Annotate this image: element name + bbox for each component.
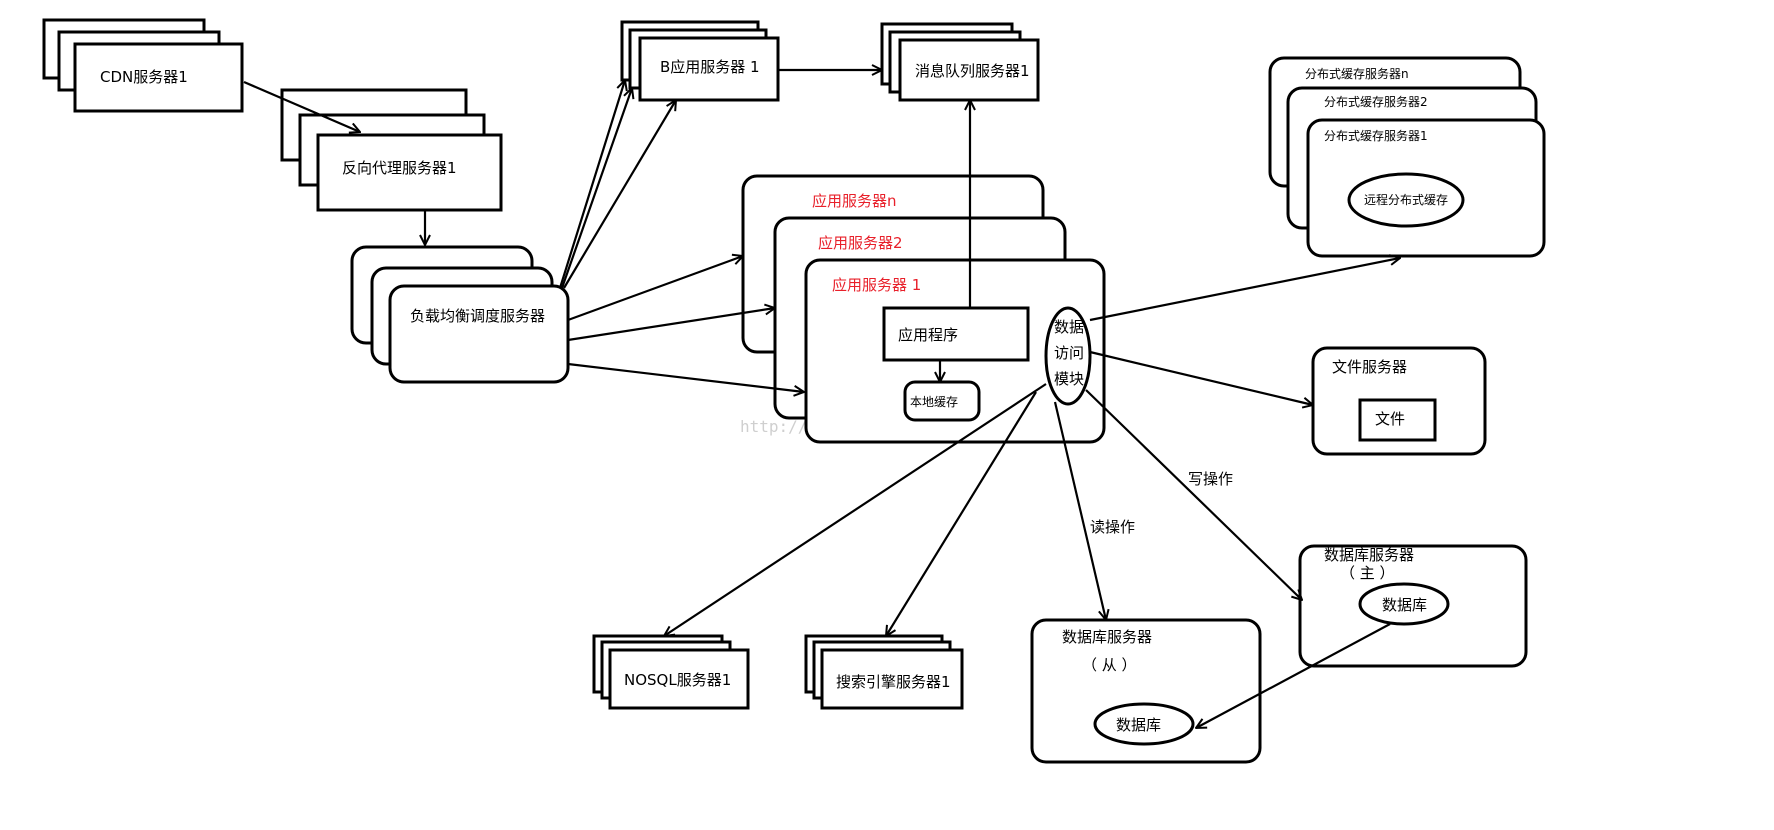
edge-lb-to-b-app-3	[563, 100, 676, 289]
dist-cache-n-label: 分布式缓存服务器n	[1305, 66, 1409, 81]
dist-cache-2-label: 分布式缓存服务器2	[1324, 94, 1428, 109]
cdn-server-label: CDN服务器1	[100, 68, 188, 86]
edge-dam-to-db-slave-read	[1053, 401, 1106, 620]
cdn-server-node[interactable]: CDN服务器1	[42, 18, 244, 113]
reverse-proxy-label: 反向代理服务器1	[342, 159, 457, 177]
edge-dam-to-db-master-write	[1085, 389, 1302, 600]
file-server-label: 文件服务器	[1332, 358, 1407, 376]
db-master-role: （ 主 ）	[1340, 564, 1395, 582]
remote-cache[interactable]	[1347, 172, 1465, 228]
search-engine-node[interactable]: 搜索引擎服务器1	[804, 634, 964, 710]
edge-dam-to-file-server	[1089, 350, 1313, 405]
message-queue-node[interactable]: 消息队列服务器1	[880, 22, 1040, 102]
nosql-server-node[interactable]: NOSQL服务器1	[592, 634, 750, 710]
db-master-label: 数据库服务器	[1324, 546, 1414, 564]
db-master-database[interactable]	[1358, 582, 1450, 626]
b-app-server-label: B应用服务器 1	[660, 58, 760, 76]
file-box[interactable]	[1358, 398, 1437, 442]
reverse-proxy-node[interactable]: 反向代理服务器1	[280, 88, 503, 212]
db-slave-label: 数据库服务器	[1062, 628, 1152, 646]
edge-master-to-slave-replication	[1196, 623, 1391, 728]
message-queue-label: 消息队列服务器1	[915, 62, 1030, 80]
edge-lb-to-b-app-1	[558, 80, 625, 289]
app-program-label: 应用程序	[898, 326, 958, 344]
db-master-node[interactable]: 数据库服务器 （ 主 ） 数据库	[1298, 544, 1528, 668]
app-server-n-label: 应用服务器n	[812, 192, 897, 210]
edge-lb-to-app-2	[567, 308, 775, 342]
load-balancer-node[interactable]: 负载均衡调度服务器	[350, 245, 570, 384]
data-access-line-3: 模块	[1054, 370, 1084, 388]
edge-lb-to-b-app-2	[560, 88, 632, 289]
b-app-server-node[interactable]: B应用服务器 1	[620, 20, 780, 102]
remote-cache-label: 远程分布式缓存	[1364, 192, 1448, 207]
data-access-line-1: 数据	[1054, 318, 1084, 336]
search-engine-label: 搜索引擎服务器1	[836, 673, 951, 691]
file-label: 文件	[1375, 410, 1405, 428]
file-server-node[interactable]: 文件服务器 文件	[1311, 346, 1487, 456]
db-slave-db-label: 数据库	[1116, 716, 1161, 734]
app-server-1-label: 应用服务器 1	[832, 276, 921, 294]
edge-lb-to-app-n	[567, 256, 743, 322]
dist-cache-1-label: 分布式缓存服务器1	[1324, 128, 1428, 143]
edge-dam-to-dist-cache	[1089, 258, 1400, 322]
edge-dam-to-search	[886, 391, 1037, 636]
local-cache-label: 本地缓存	[910, 395, 958, 409]
edge-dam-to-nosql	[664, 383, 1047, 636]
db-slave-database[interactable]	[1093, 702, 1195, 746]
db-master-db-label: 数据库	[1382, 596, 1427, 614]
db-slave-node[interactable]: 数据库服务器 （ 从 ） 数据库	[1030, 618, 1262, 764]
read-operation-label: 读操作	[1090, 518, 1135, 536]
load-balancer-label: 负载均衡调度服务器	[410, 307, 545, 325]
write-operation-label: 写操作	[1188, 470, 1233, 488]
nosql-server-label: NOSQL服务器1	[624, 671, 731, 689]
app-server-2-label: 应用服务器2	[818, 234, 903, 252]
data-access-module[interactable]	[1044, 306, 1092, 406]
app-program-box[interactable]	[882, 306, 1030, 362]
edges	[243, 70, 1400, 728]
db-slave-role: （ 从 ）	[1082, 656, 1137, 674]
data-access-line-2: 访问	[1054, 344, 1084, 362]
edge-cdn-to-proxy	[243, 80, 360, 132]
distributed-cache-cluster[interactable]: 分布式缓存服务器n 分布式缓存服务器2 分布式缓存服务器1 远程分布式缓存	[1268, 56, 1546, 258]
edge-lb-to-app-1	[567, 362, 804, 392]
app-server-cluster[interactable]: 应用服务器n 应用服务器2 应用服务器 1 应用程序 本地缓存 数据 访问 模块	[741, 174, 1106, 444]
